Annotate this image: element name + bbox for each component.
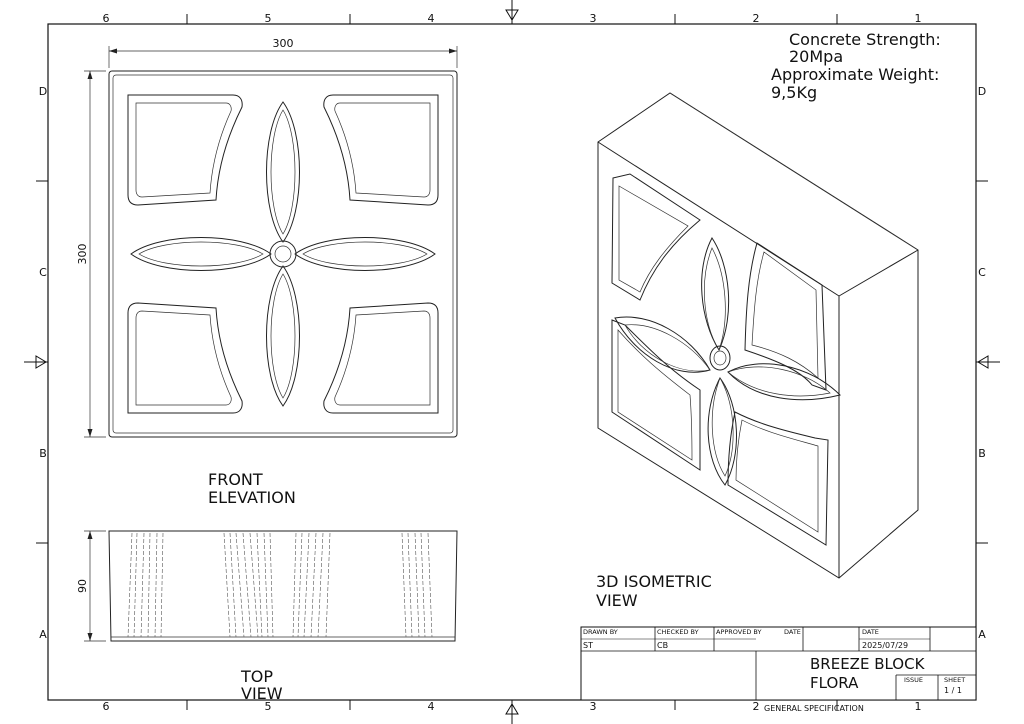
zone-label: B — [39, 447, 47, 460]
drawing-title: BREEZE BLOCK — [810, 655, 926, 673]
zone-label: C — [39, 266, 47, 279]
iso-view-label-line1: 3D ISOMETRIC — [596, 572, 712, 591]
zone-labels-bottom: 6 5 4 3 2 1 — [103, 700, 922, 713]
width-value: 300 — [273, 37, 294, 50]
zone-label: 1 — [915, 12, 922, 25]
zone-ticks — [36, 14, 988, 710]
date-value: 2025/07/29 — [862, 641, 908, 650]
zone-label: D — [978, 85, 986, 98]
top-view-label-line1: TOP — [240, 667, 273, 686]
zone-label: 6 — [103, 12, 110, 25]
zone-label: 1 — [915, 700, 922, 713]
strength-value: 20Mpa — [789, 47, 843, 66]
front-petal-right — [294, 237, 436, 271]
front-petal-left — [130, 237, 272, 271]
zone-label: 4 — [428, 700, 435, 713]
drawing-subtitle: FLORA — [810, 674, 859, 692]
front-elevation — [108, 70, 458, 438]
weight-label: Approximate Weight: — [771, 65, 939, 84]
drawn-by-value: ST — [583, 641, 593, 650]
iso-center-hole — [709, 345, 731, 371]
issue-label: ISSUE — [904, 676, 923, 684]
title-block: DRAWN BY ST CHECKED BY CB APPROVED BY DA… — [580, 626, 977, 713]
strength-label: Concrete Strength: — [789, 30, 941, 49]
weight-value: 9,5Kg — [771, 83, 817, 102]
specification-label: GENERAL SPECIFICATION — [764, 704, 864, 713]
front-petal-bottom — [266, 265, 300, 407]
checked-by-label: CHECKED BY — [657, 628, 699, 636]
front-view-label-line2: ELEVATION — [208, 488, 296, 507]
top-view-label-line2: VIEW — [241, 684, 283, 703]
zone-label: 2 — [753, 700, 760, 713]
iso-petal-left — [614, 316, 711, 373]
height-dimension: 300 — [76, 70, 106, 438]
front-cell-bottom-right — [323, 302, 439, 414]
front-cell-top-left — [127, 94, 243, 206]
date-label: DATE — [862, 628, 879, 636]
drawing-border — [47, 23, 977, 701]
centering-marks — [24, 0, 1000, 724]
front-cell-top-right — [323, 94, 439, 206]
zone-labels-right: D C B A — [978, 85, 986, 641]
height-value: 300 — [76, 244, 89, 265]
zone-label: A — [978, 628, 986, 641]
iso-petal-top — [701, 237, 730, 352]
sheet-value: 1 / 1 — [944, 686, 962, 695]
zone-label: 3 — [590, 700, 597, 713]
front-view-label-line1: FRONT — [208, 470, 263, 489]
sheet-label: SHEET — [944, 676, 965, 684]
zone-label: 4 — [428, 12, 435, 25]
zone-label: 2 — [753, 12, 760, 25]
zone-label: 5 — [265, 700, 272, 713]
zone-label: B — [978, 447, 986, 460]
zone-label: 6 — [103, 700, 110, 713]
depth-value: 90 — [76, 579, 89, 593]
zone-label: A — [39, 628, 47, 641]
approval-date-label: DATE — [784, 628, 801, 636]
iso-petal-bottom — [707, 377, 737, 486]
depth-dimension: 90 — [76, 530, 106, 642]
drawn-by-label: DRAWN BY — [583, 628, 618, 636]
isometric-view — [597, 92, 919, 579]
iso-view-label-line2: VIEW — [596, 591, 638, 610]
zone-labels-left: D C B A — [39, 85, 47, 641]
front-cell-bottom-left — [127, 302, 243, 414]
zone-labels-top: 6 5 4 3 2 1 — [103, 12, 922, 25]
checked-by-value: CB — [657, 641, 668, 650]
top-view — [108, 530, 458, 642]
zone-label: D — [39, 85, 47, 98]
iso-petal-right — [727, 363, 841, 401]
specification-notes: Concrete Strength: 20Mpa Approximate Wei… — [771, 30, 941, 102]
approved-by-label: APPROVED BY — [716, 628, 762, 636]
zone-label: 5 — [265, 12, 272, 25]
width-dimension: 300 — [108, 37, 458, 68]
front-petal-top — [266, 101, 300, 243]
zone-label: 3 — [590, 12, 597, 25]
zone-label: C — [978, 266, 986, 279]
